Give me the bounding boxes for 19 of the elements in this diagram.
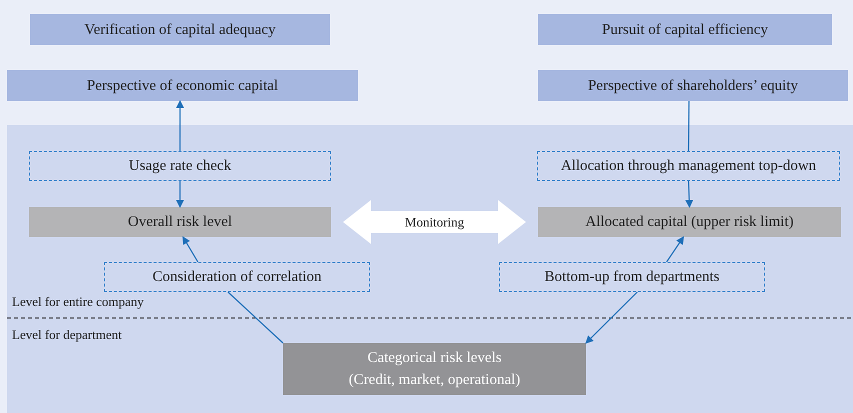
arrow: [666, 236, 684, 262]
arrow: [176, 100, 184, 151]
level-label: Level for entire company: [12, 293, 144, 311]
arrow: [182, 236, 198, 262]
arrow: [585, 292, 638, 344]
header-box: Pursuit of capital efficiency: [538, 14, 832, 45]
level-box: Allocated capital (upper risk limit): [538, 207, 841, 237]
process-box: Usage rate check: [29, 151, 331, 181]
process-box: Allocation through management top-down: [537, 151, 840, 181]
header-box: Verification of capital adequacy: [30, 14, 330, 45]
level-box: Overall risk level: [29, 207, 331, 237]
header-box: Perspective of shareholders’ equity: [538, 70, 848, 101]
arrow: [685, 180, 694, 208]
process-box: Bottom-up from departments: [499, 262, 765, 292]
header-box: Perspective of economic capital: [7, 70, 358, 101]
category-box: Categorical risk levels (Credit, market, operational): [283, 343, 586, 395]
level-label: Level for department: [12, 326, 122, 344]
arrow: [176, 181, 184, 208]
process-box: Consideration of correlation: [104, 262, 370, 292]
